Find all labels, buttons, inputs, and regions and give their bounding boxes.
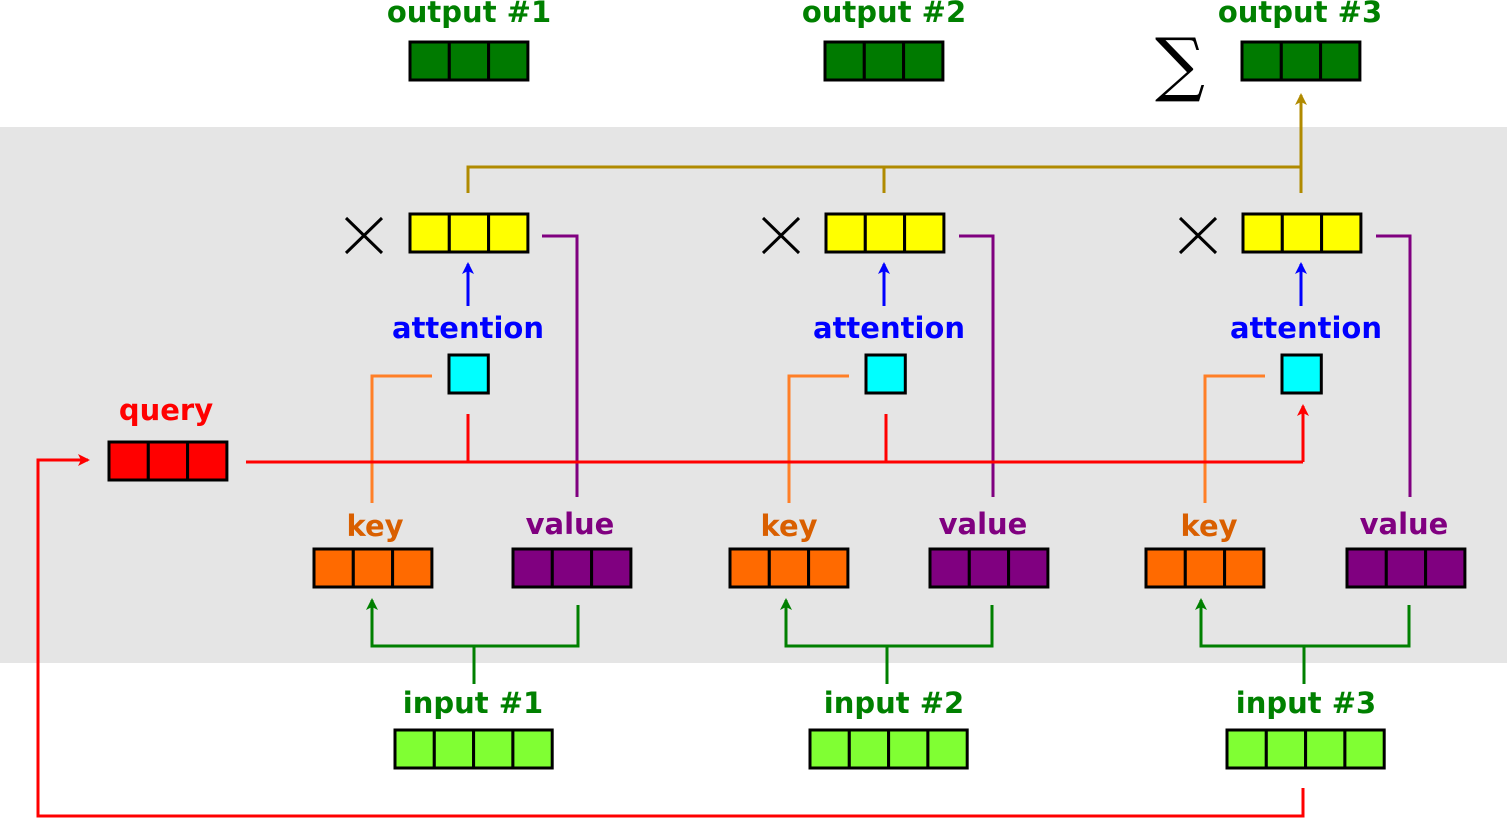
vector-cell <box>847 728 891 770</box>
query-lines <box>36 404 1309 818</box>
vector-cell <box>351 547 395 589</box>
vector-cell <box>1424 547 1467 589</box>
vector-cell <box>487 40 530 82</box>
vector-cell <box>864 353 907 395</box>
vector-cell <box>487 212 530 254</box>
vector-cell <box>1183 547 1227 589</box>
output-vector-2 <box>823 40 945 82</box>
vector-cell <box>1343 728 1386 770</box>
input-3-label: input #3 <box>1236 686 1376 720</box>
vector-cell <box>590 547 633 589</box>
vector-cell <box>928 547 971 589</box>
vector-cell <box>511 547 554 589</box>
attention-arrows <box>462 262 1307 306</box>
vector-cell <box>1304 728 1347 770</box>
input-vector-2 <box>808 728 969 770</box>
vector-cell <box>146 440 190 482</box>
vector-cell <box>408 40 451 82</box>
vector-cell <box>1345 547 1388 589</box>
vector-cell <box>1225 728 1268 770</box>
input-1-label: input #1 <box>403 686 543 720</box>
weighted-value-vector-2 <box>824 212 946 254</box>
weighted-value-vector-1 <box>408 212 530 254</box>
output-1-label: output #1 <box>387 0 551 29</box>
vector-cell <box>767 547 811 589</box>
vector-cell <box>447 40 491 82</box>
vector-cell <box>391 547 434 589</box>
vector-cell <box>824 212 867 254</box>
vector-cell <box>447 212 491 254</box>
key-3-label: key <box>1180 509 1237 543</box>
value-2-label: value <box>939 507 1028 541</box>
multiply-icon <box>344 216 384 255</box>
vector-cell <box>1144 547 1187 589</box>
output-3-label: output #3 <box>1218 0 1382 29</box>
vector-cell <box>432 728 476 770</box>
weighted-value-vector-3 <box>1241 212 1363 254</box>
vector-cell <box>1240 40 1283 82</box>
value-3-label: value <box>1360 507 1449 541</box>
vector-cell <box>511 728 554 770</box>
vector-cell <box>312 547 355 589</box>
value-vector-2 <box>928 547 1050 589</box>
vector-cell <box>926 728 969 770</box>
output-vector-3 <box>1240 40 1362 82</box>
vector-cell <box>1279 40 1323 82</box>
vector-cell <box>1384 547 1428 589</box>
vector-cell <box>408 212 451 254</box>
input-vector-3 <box>1225 728 1386 770</box>
sum-symbol: ∑ <box>1155 23 1205 105</box>
vector-cell <box>107 440 150 482</box>
query-vector <box>107 440 229 482</box>
vector-cell <box>1320 212 1363 254</box>
vector-cell <box>887 728 930 770</box>
sum-bus <box>466 93 1307 193</box>
output-2-label: output #2 <box>802 0 966 29</box>
key-2-label: key <box>760 509 817 543</box>
vector-cell <box>1319 40 1362 82</box>
output-vector-1 <box>408 40 530 82</box>
vector-cell <box>472 728 515 770</box>
vector-cell <box>1241 212 1284 254</box>
vector-cell <box>807 547 850 589</box>
vector-cell <box>862 40 906 82</box>
vector-cell <box>902 40 945 82</box>
vector-cell <box>808 728 851 770</box>
input-arrows <box>366 598 1411 684</box>
vector-cell <box>823 40 866 82</box>
attention-score-2 <box>864 353 907 395</box>
value-lines <box>542 234 1412 497</box>
value-1-label: value <box>526 507 615 541</box>
key-vector-2 <box>728 547 850 589</box>
key-1-label: key <box>346 509 403 543</box>
vector-cell <box>1223 547 1266 589</box>
vector-cell <box>728 547 771 589</box>
value-vector-1 <box>511 547 633 589</box>
vector-cell <box>967 547 1011 589</box>
input-2-label: input #2 <box>824 686 964 720</box>
attention-score-1 <box>447 353 490 395</box>
attention-score-3 <box>1280 353 1323 395</box>
input-vector-1 <box>393 728 554 770</box>
vector-cell <box>1007 547 1050 589</box>
multiply-icon <box>1178 216 1218 255</box>
key-vector-1 <box>312 547 434 589</box>
key-vector-3 <box>1144 547 1266 589</box>
vector-cell <box>863 212 907 254</box>
attention-3-label: attention <box>1230 311 1382 345</box>
vector-cell <box>550 547 594 589</box>
vector-cell <box>186 440 229 482</box>
vector-cell <box>1280 353 1323 395</box>
value-vector-3 <box>1345 547 1467 589</box>
vector-cell <box>1280 212 1324 254</box>
query-label: query <box>119 393 213 427</box>
vector-cell <box>903 212 946 254</box>
attention-2-label: attention <box>813 311 965 345</box>
multiply-icon <box>761 216 801 255</box>
attention-1-label: attention <box>392 311 544 345</box>
vector-cell <box>1264 728 1308 770</box>
vector-cell <box>447 353 490 395</box>
vector-cell <box>393 728 436 770</box>
